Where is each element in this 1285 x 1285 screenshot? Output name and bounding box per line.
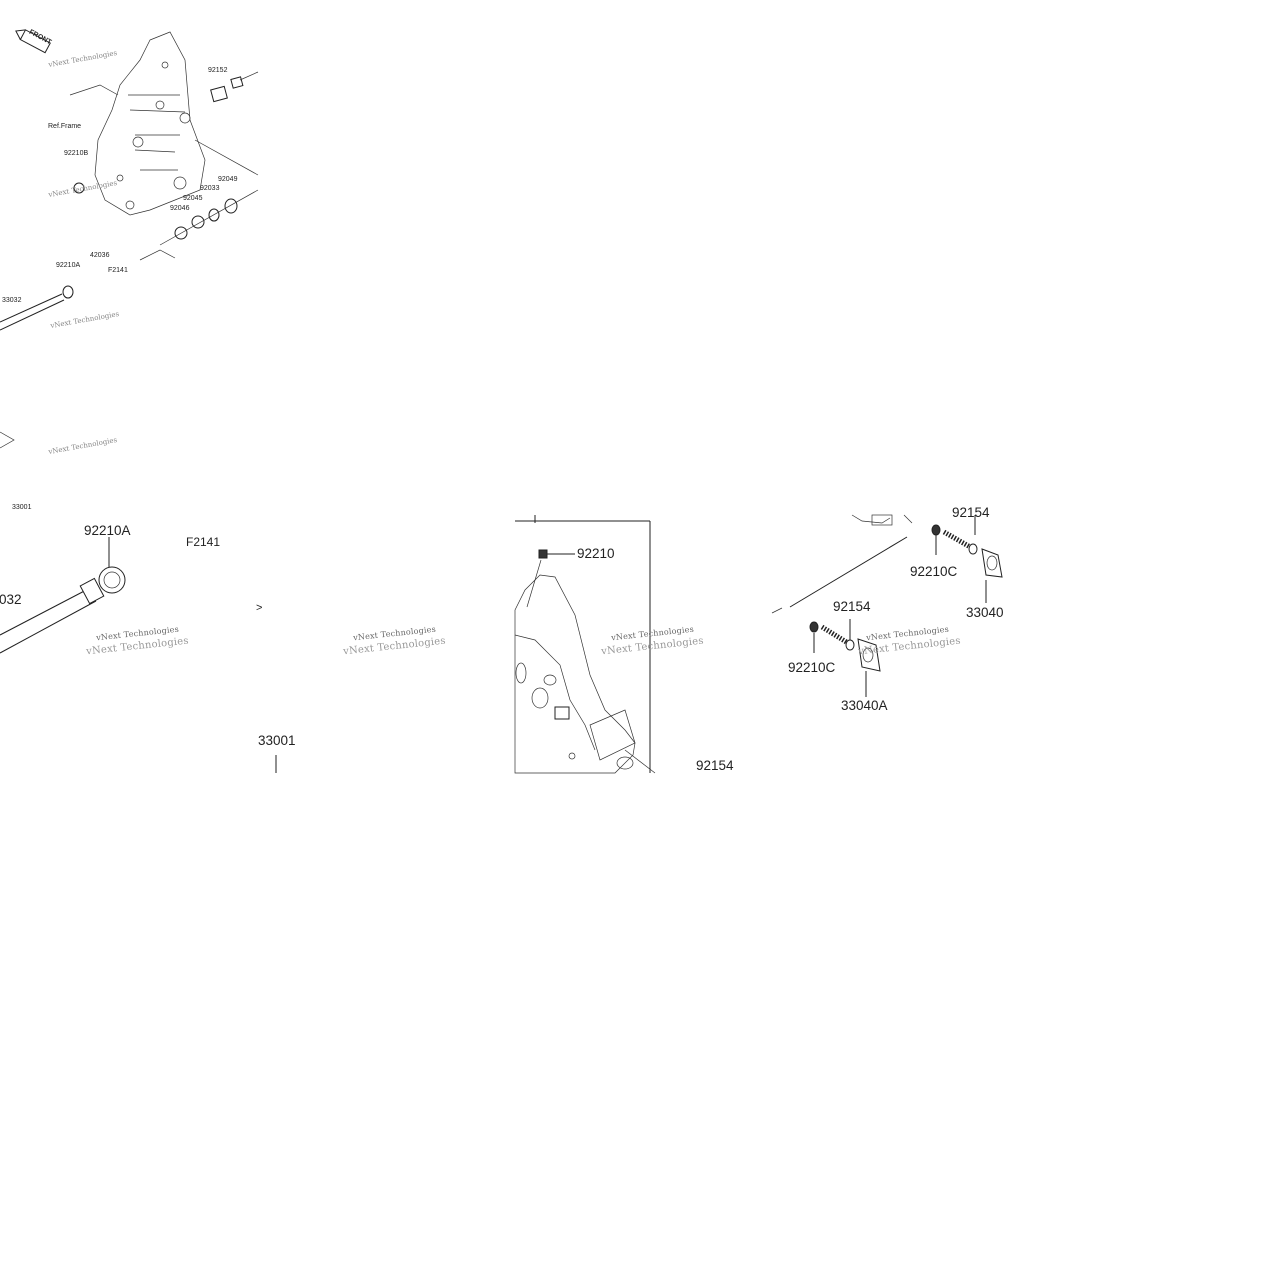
pivot-shaft: [0, 285, 74, 331]
label-92049: 92049: [218, 176, 238, 183]
label-33032: 33032: [2, 297, 22, 304]
nut-92210A-zoom: [98, 537, 126, 594]
mid-zoom-panel: 92210 92154 vNext Technologies vNext Tec…: [514, 515, 772, 774]
left-zoom-panel: 92210A F2141 032 > vNext Technologies vN…: [0, 515, 262, 773]
leader-line: [275, 755, 277, 773]
right-zoom-panel: 92154 92210C 33040 92154 92210C 33040A v…: [771, 505, 1029, 773]
label-92033: 92033: [200, 185, 220, 192]
arrow-glyph: >: [256, 602, 263, 614]
label-92210A: 92210A: [84, 523, 131, 538]
nut-92210C-bottom: [809, 621, 819, 653]
label-33032-cut: 032: [0, 592, 22, 607]
seal-92210B: [73, 182, 85, 194]
label-F2141: F2141: [108, 267, 128, 274]
label-92210B: 92210B: [64, 150, 89, 157]
ref-frame-label: Ref.Frame: [48, 123, 82, 130]
thumbnail-drawing: [0, 29, 259, 449]
label-92210A: 92210A: [56, 262, 81, 269]
label-92210C-top: 92210C: [910, 564, 958, 579]
label-92154-cut: 92154: [952, 505, 990, 520]
label-92154: 92154: [696, 758, 734, 773]
label-33001: 33001: [258, 733, 296, 748]
bolt-92154-top: [942, 515, 978, 555]
label-92152: 92152: [208, 67, 228, 74]
label-42036: 42036: [90, 252, 110, 259]
right-zoom-drawing: [771, 514, 1003, 697]
pivot-shaft-zoom: [0, 577, 105, 654]
frame-body: [69, 31, 259, 216]
mid-zoom-drawing: [514, 515, 656, 774]
left-zoom-drawing: [0, 537, 126, 654]
front-arrow-icon: [15, 29, 51, 54]
bolt-92154-bottom: [820, 619, 855, 651]
label-33001: 33001: [12, 504, 32, 511]
adjuster-33040A: [857, 638, 881, 697]
label-33040A: 33040A: [841, 698, 888, 713]
bearing-set: [159, 189, 259, 246]
adjuster-33040: [981, 548, 1003, 603]
nut-92210C-top: [931, 524, 941, 555]
grease-nipple-92210: [526, 549, 575, 608]
label-92210C-bottom: 92210C: [788, 660, 836, 675]
label-F2141: F2141: [186, 535, 221, 549]
label-92045: 92045: [183, 195, 203, 202]
bushing-92152: [210, 71, 259, 103]
label-92046: 92046: [170, 205, 190, 212]
label-92210: 92210: [577, 546, 615, 561]
mid-left-panel: 33001 vNext Technologies vNext Technolog…: [258, 515, 515, 773]
swingarm-body: [514, 574, 656, 774]
thumbnail-diagram: FRONT Ref.Frame 92152 92210B 92049 92033…: [0, 0, 259, 520]
label-92154: 92154: [833, 599, 871, 614]
label-33040: 33040: [966, 605, 1004, 620]
